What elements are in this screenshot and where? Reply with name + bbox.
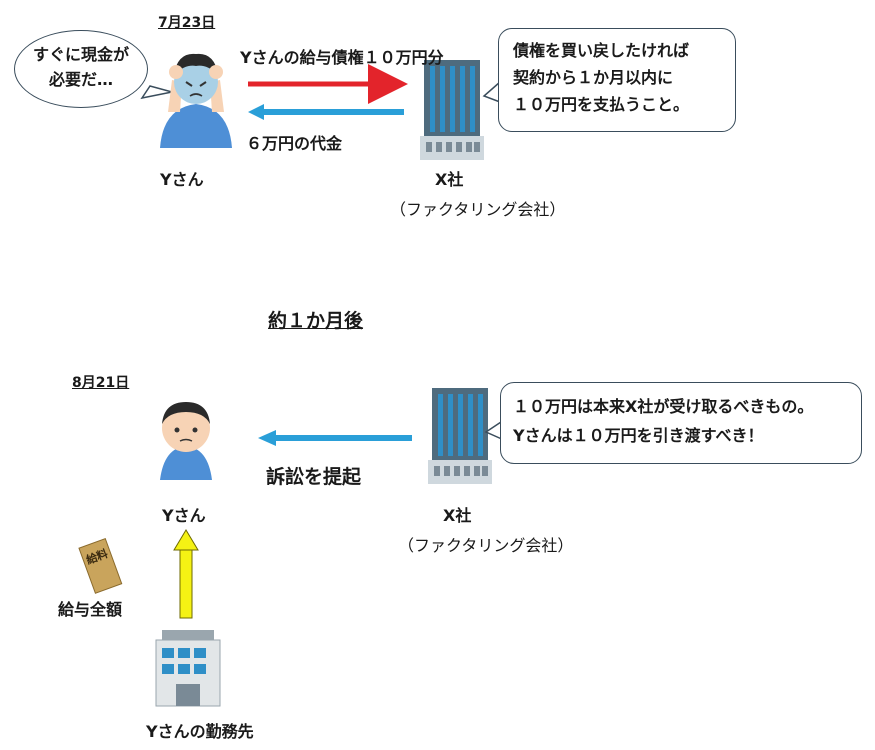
date-top: 7月23日	[158, 15, 216, 31]
thought-bubble-tail	[140, 85, 173, 100]
date-bottom: 8月21日	[72, 375, 130, 391]
thought-line-1: すぐに現金が	[32, 45, 129, 64]
salary-label: 給与全額	[58, 600, 123, 619]
company-sub-bottom: （ファクタリング会社）	[398, 536, 574, 555]
payment-label: ６万円の代金	[246, 134, 343, 153]
salary-envelope-icon: 給料	[78, 537, 123, 594]
receivable-label: Yさんの給与債権１０万円分	[240, 48, 444, 67]
factoring-company-building-icon	[420, 60, 484, 160]
speech-bubble-top: 債権を買い戻したければ 契約から１か月以内に １０万円を支払うこと。	[498, 28, 736, 132]
company-label-bottom: X社	[443, 506, 472, 525]
arrow-payment	[248, 104, 404, 120]
speech-bubble-bottom: １０万円は本来X社が受け取るべきもの。 Yさんは１０万円を引き渡すべき！	[500, 382, 862, 464]
speech-bottom-line-2: Yさんは１０万円を引き渡すべき！	[513, 425, 764, 445]
arrow-salary-payment	[173, 529, 199, 619]
speech-bottom-line-1: １０万円は本来X社が受け取るべきもの。	[513, 397, 814, 416]
thought-bubble: すぐに現金が 必要だ…	[14, 30, 148, 108]
factoring-company-building-icon-bottom	[428, 388, 492, 484]
speech-top-line-1: 債権を買い戻したければ	[513, 41, 690, 60]
time-passage-title: 約１か月後	[268, 310, 364, 332]
company-sub-top: （ファクタリング会社）	[390, 200, 566, 219]
speech-top-line-2: 契約から１か月以内に	[513, 68, 674, 88]
arrow-lawsuit	[258, 430, 412, 446]
employer-label: Yさんの勤務先	[146, 722, 254, 741]
lawsuit-label: 訴訟を提起	[266, 466, 362, 488]
employer-building-icon	[155, 630, 221, 707]
worried-person-icon	[160, 53, 232, 148]
speech-top-line-3: １０万円を支払うこと。	[513, 95, 690, 115]
thought-line-2: 必要だ…	[48, 69, 113, 89]
person-icon	[160, 402, 212, 480]
company-label-top: X社	[435, 170, 464, 189]
person-label-top: Yさん	[160, 170, 204, 189]
person-label-bottom: Yさん	[162, 506, 206, 525]
